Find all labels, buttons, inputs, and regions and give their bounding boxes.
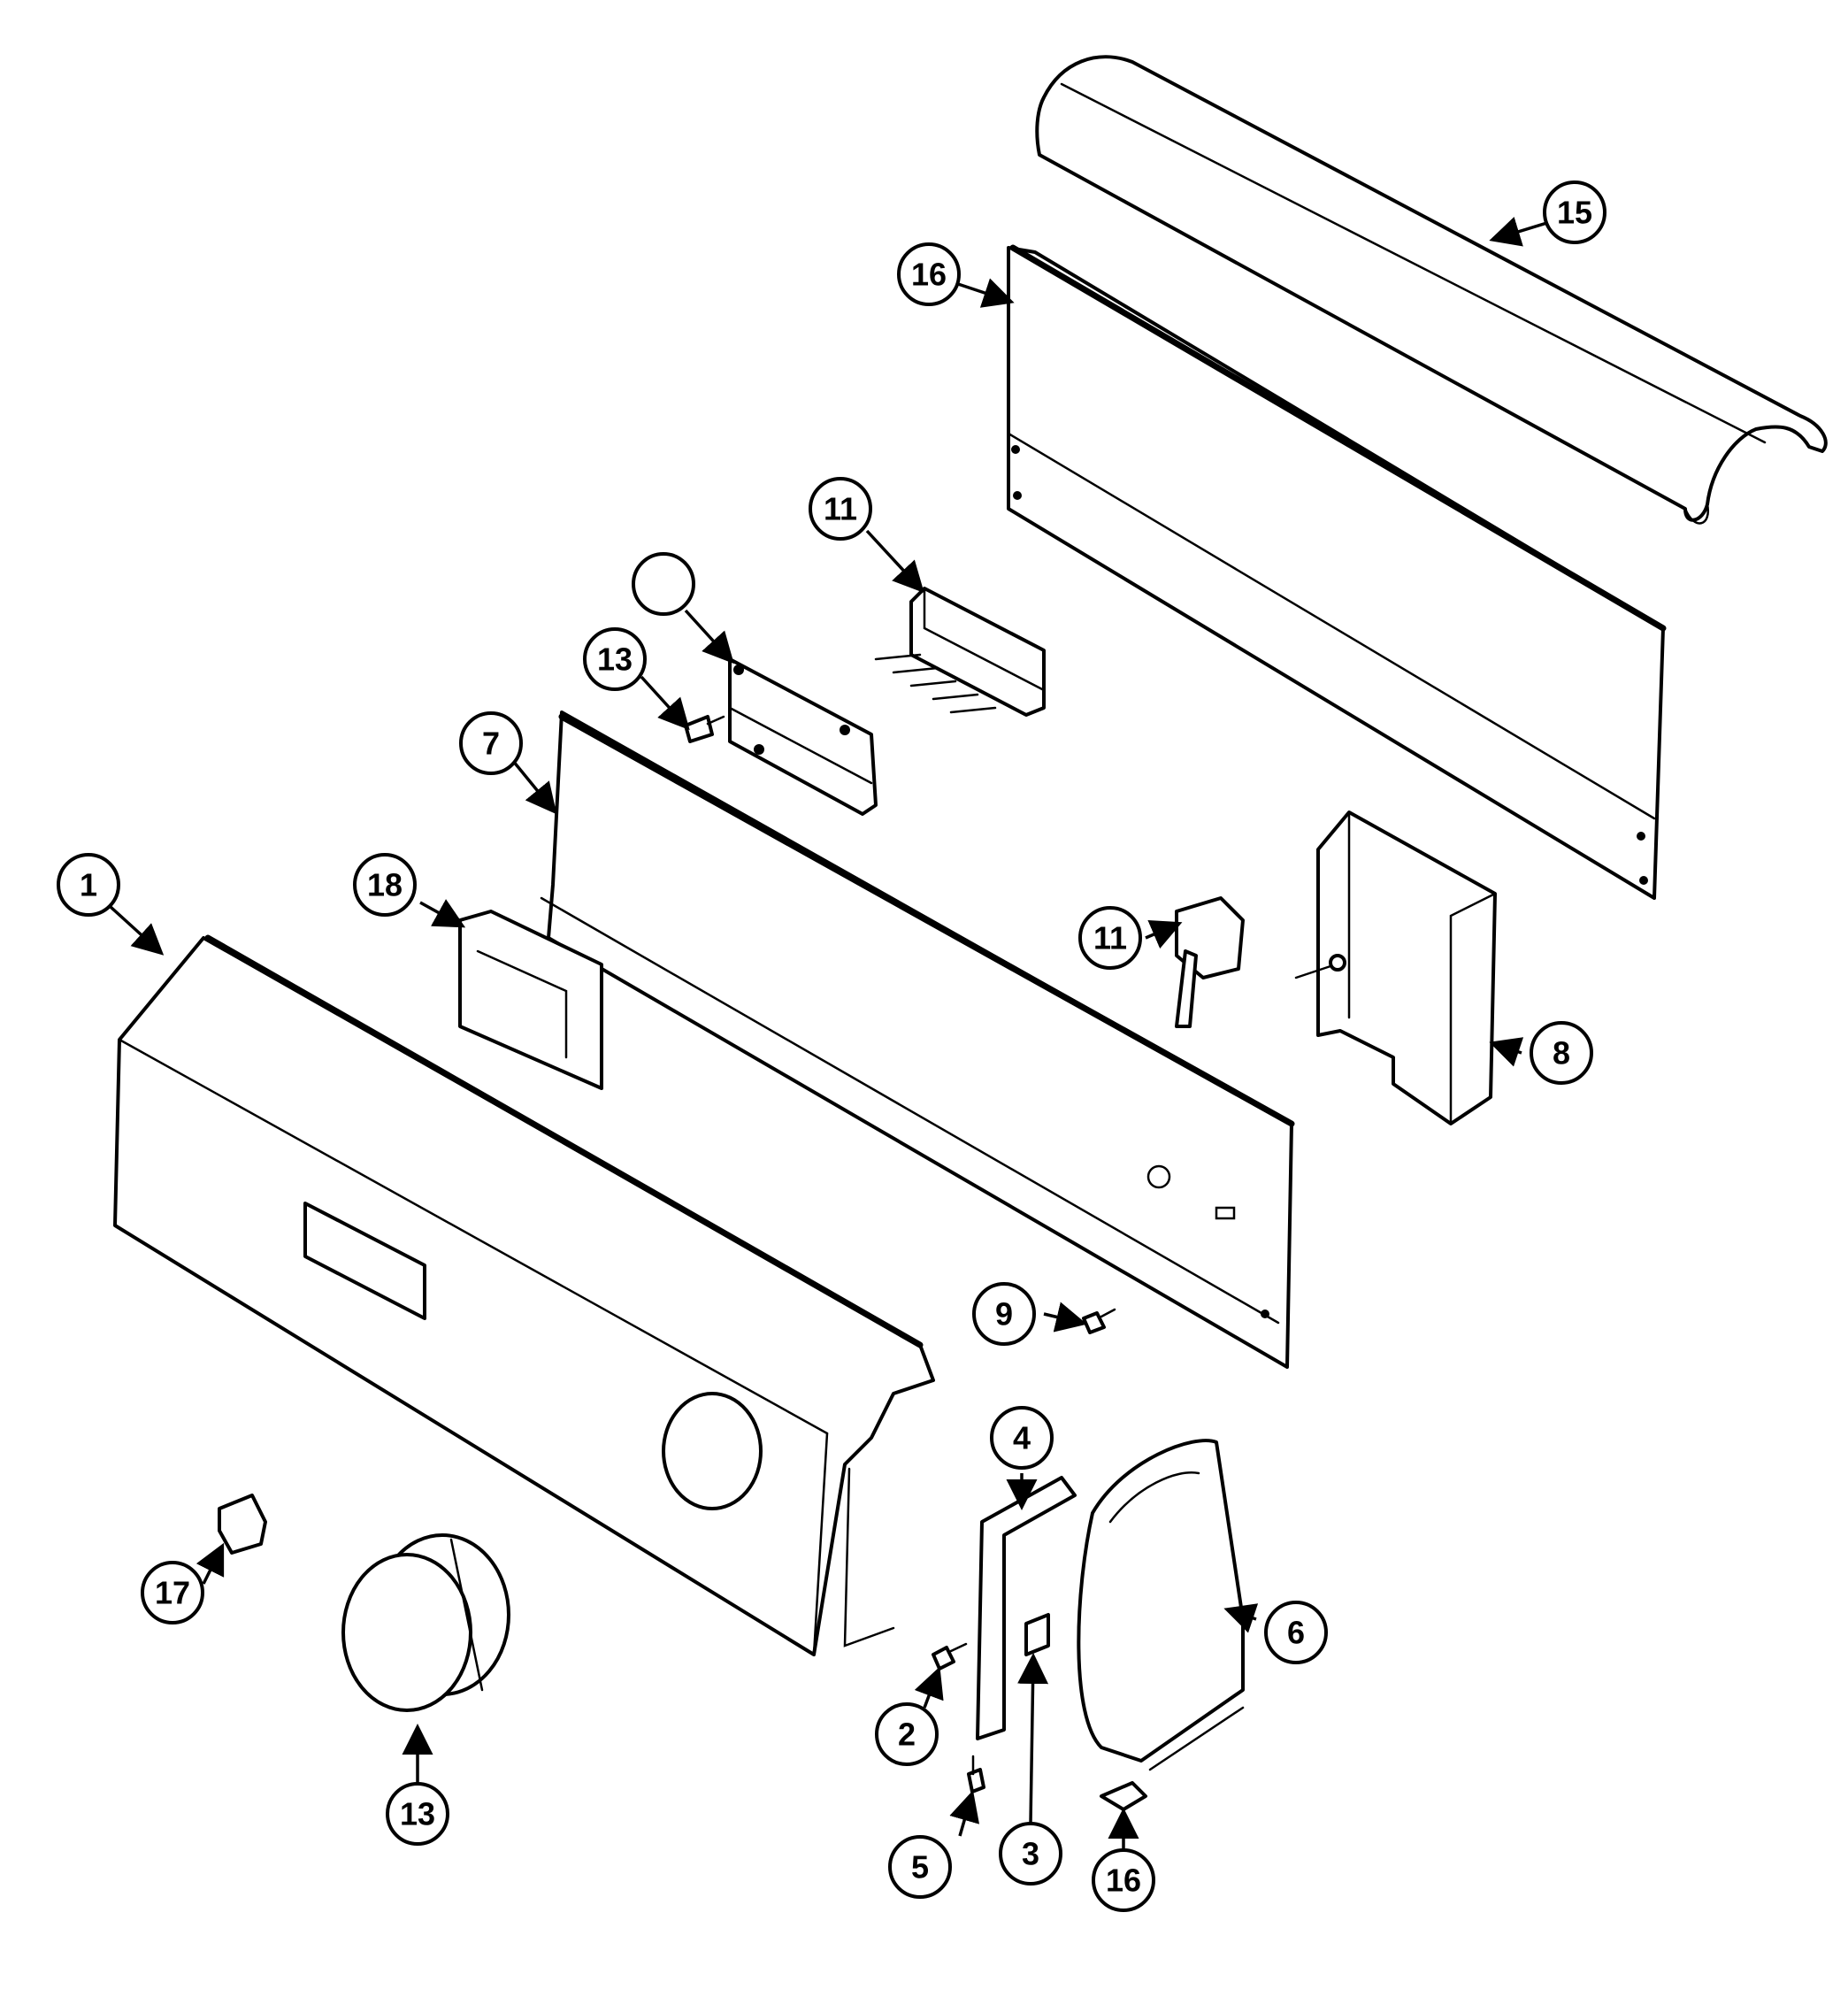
callout-7-label: 7 xyxy=(482,726,500,762)
part-control-panel-back xyxy=(540,710,1295,1369)
part-timer xyxy=(1294,810,1497,1125)
part-switch xyxy=(1175,896,1245,1028)
callout-7: 7 xyxy=(459,711,523,775)
callout-4: 4 xyxy=(990,1406,1054,1470)
callout-9-label: 9 xyxy=(995,1296,1013,1333)
callout-5: 5 xyxy=(888,1835,952,1899)
part-top-cover xyxy=(1035,55,1828,525)
callout-2: 2 xyxy=(875,1702,939,1766)
callout-17-label: 17 xyxy=(155,1575,190,1611)
callout-4-label: 4 xyxy=(1013,1420,1031,1456)
part-rear-panel xyxy=(1007,244,1667,900)
callout-10: 11 xyxy=(809,477,872,541)
callout-14-label: 15 xyxy=(1557,195,1592,231)
callout-14: 15 xyxy=(1543,180,1606,244)
part-button xyxy=(218,1494,267,1555)
part-screw-2 xyxy=(932,1642,968,1671)
part-clip-16 xyxy=(1100,1781,1147,1811)
callout-16: 16 xyxy=(1092,1848,1155,1912)
callout-1-label: 1 xyxy=(80,867,97,903)
callout-8: 8 xyxy=(1530,1021,1593,1085)
part-screw-5 xyxy=(967,1755,985,1793)
callout-1: 1 xyxy=(57,853,120,917)
callout-3-label: 3 xyxy=(1022,1836,1039,1872)
callout-12-label: 13 xyxy=(597,641,633,678)
callout-15-label: 16 xyxy=(911,257,947,293)
callout-10-label: 11 xyxy=(824,491,857,527)
part-knob xyxy=(341,1533,510,1712)
part-end-cap xyxy=(1077,1439,1245,1771)
callout-17: 17 xyxy=(141,1561,204,1624)
callout-11-label: 11 xyxy=(1093,920,1127,956)
callout-6-label: 6 xyxy=(1287,1615,1305,1651)
callout-15: 16 xyxy=(897,242,961,306)
callout-18-label: 18 xyxy=(367,867,403,903)
part-bracket xyxy=(728,657,878,816)
part-terminal-block xyxy=(874,587,1046,717)
part-console-panel xyxy=(113,934,935,1656)
callout-13: 13 xyxy=(386,1782,449,1846)
callout-16-label: 16 xyxy=(1106,1863,1141,1899)
callout-12: 13 xyxy=(583,627,647,691)
callout-8-label: 8 xyxy=(1553,1035,1570,1071)
part-lens xyxy=(458,910,603,1090)
callout-11: 11 xyxy=(1078,906,1142,970)
part-trim-strip xyxy=(976,1476,1077,1740)
callout-13-label: 13 xyxy=(400,1796,435,1832)
part-screw-12 xyxy=(684,715,725,743)
callout-3: 3 xyxy=(999,1822,1062,1886)
part-clip-3 xyxy=(1024,1613,1050,1656)
callout-5-label: 5 xyxy=(911,1849,929,1886)
callout-19 xyxy=(632,552,695,616)
leader-lines xyxy=(109,217,1553,1849)
callout-18: 18 xyxy=(353,853,417,917)
callout-2-label: 2 xyxy=(898,1717,916,1753)
callout-9: 9 xyxy=(972,1282,1036,1346)
callout-6: 6 xyxy=(1264,1601,1328,1664)
part-screw-9 xyxy=(1082,1308,1116,1334)
